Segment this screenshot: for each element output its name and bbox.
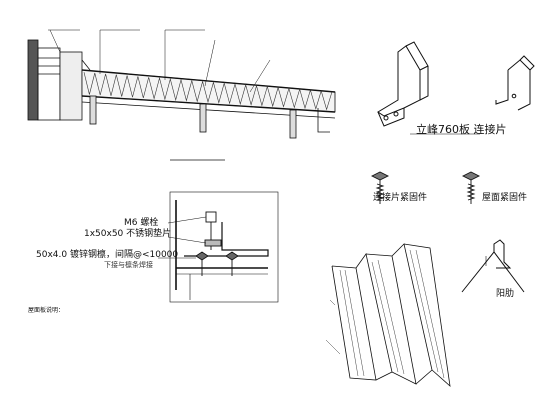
washer-label: 1x50x50 不锈钢垫片: [84, 229, 172, 239]
roof-panel-corrugated: [325, 243, 451, 388]
notes-heading: 屋面板说明：: [28, 307, 65, 314]
purlin-label: 50x4.0 镀锌钢檩，间隔@<10000: [36, 250, 179, 260]
insulation-zigzag: [83, 72, 333, 111]
ridge-profile: [461, 239, 525, 293]
clip-760-title: 立峰760板 连接片: [416, 123, 507, 136]
bolt-connection-detail: [158, 191, 279, 303]
fastener-screws: [370, 171, 481, 204]
clip-760-drawing: [377, 41, 535, 135]
lower-weld-label: 下接与檩条焊接: [104, 261, 153, 269]
rib-label: 阳肋: [496, 289, 515, 299]
connector-fastener-label: 连接片紧固件: [373, 193, 428, 203]
roof-edge-detail: [27, 29, 336, 161]
roof-fastener-label: 屋面紧固件: [482, 193, 528, 203]
m6-bolt-label: M6 螺栓: [124, 218, 159, 228]
